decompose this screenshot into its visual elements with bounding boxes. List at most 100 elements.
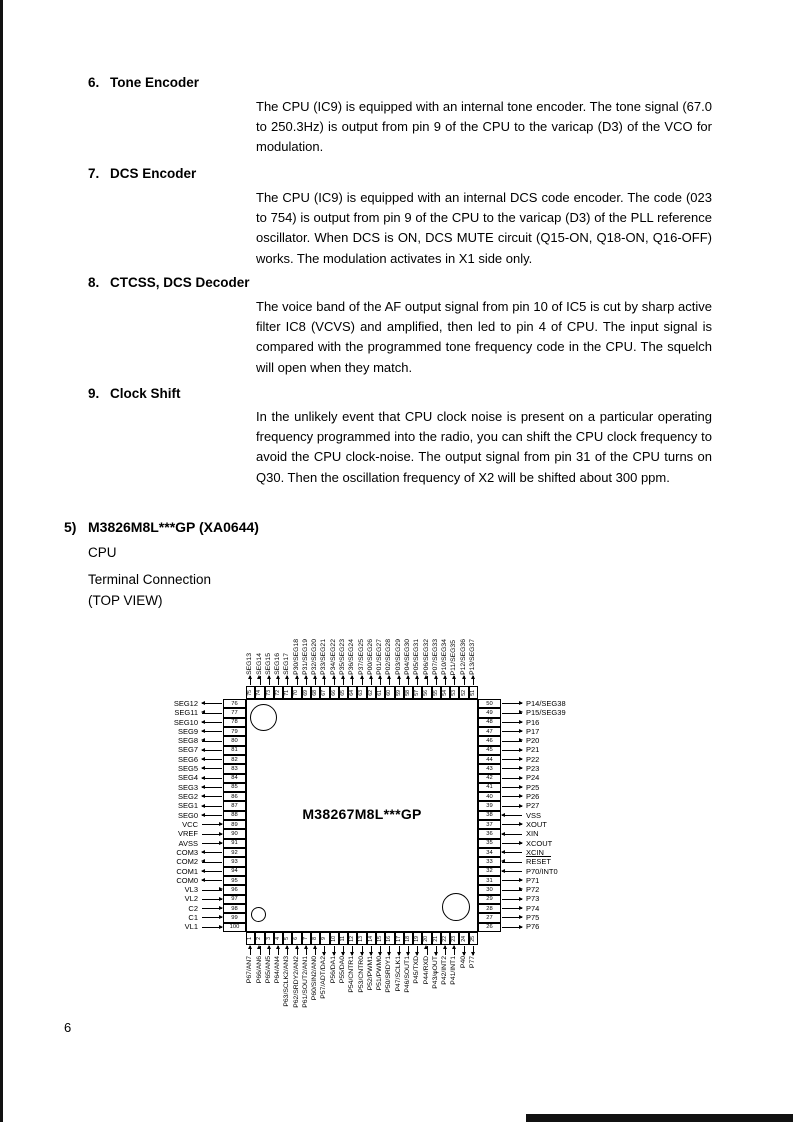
pin-label: SEG11 (174, 708, 198, 718)
pin-number: 13 (357, 932, 367, 945)
pin-arrow (201, 867, 223, 875)
pin-arrow (339, 945, 347, 956)
pin-number: 29 (478, 894, 501, 904)
pin-number-text: 67 (321, 689, 328, 696)
pin-label: P40 (459, 956, 467, 969)
pin-label: P57/ADT/DA2 (320, 956, 328, 999)
pin-label: P06/SEG32 (422, 639, 430, 675)
pin-number-text: 11 (339, 935, 346, 942)
pin-label: P05/SEG31 (413, 639, 421, 675)
pin-label: AVSS (178, 838, 198, 848)
pin-label: SEG9 (177, 726, 198, 736)
pin-label: P41/INT1 (450, 956, 458, 985)
pin-number: 33 (478, 857, 501, 867)
pin-number: 93 (223, 857, 246, 867)
pin-arrow (501, 793, 523, 801)
pin-number-text: 58 (404, 689, 411, 696)
pin-number-text: 57 (414, 689, 421, 696)
pin-number: 83 (223, 764, 246, 774)
pin-arrow (358, 675, 366, 686)
section-body-clock-shift: In the unlikely event that CPU clock noi… (256, 409, 712, 485)
pin-number-text: 17 (395, 935, 402, 942)
pin-number: 25 (468, 932, 479, 945)
pin-arrow (501, 914, 523, 922)
pin-arrow (201, 821, 223, 829)
pin-label: P50/SRDY1 (385, 956, 393, 993)
pin-number-text: 52 (460, 689, 467, 696)
pin-label: P51/PWM0 (376, 956, 384, 991)
section-number: 8. (88, 275, 100, 290)
pin-label: P72 (526, 885, 540, 895)
pin-number: 73 (264, 686, 274, 699)
pin-arrow (386, 945, 394, 956)
pin-arrow (501, 923, 523, 931)
pin-label: P07/SEG33 (431, 639, 439, 675)
pin-number-text: 13 (358, 935, 365, 942)
pin-arrow (501, 811, 523, 819)
pin-label: P14/SEG38 (526, 698, 566, 708)
pin-arrow (358, 945, 366, 956)
pin-arrow (201, 858, 223, 866)
pin-arrow (501, 746, 523, 754)
pin-arrow (423, 675, 431, 686)
pin-arrow (201, 923, 223, 931)
pin-label: P65/AN5 (264, 956, 272, 984)
pin-label: SEG13 (246, 653, 254, 675)
pin-arrow (201, 895, 223, 903)
pin-number: 67 (320, 686, 330, 699)
pin-arrow (469, 945, 477, 956)
pin-arrow (501, 830, 523, 838)
pin-label: P25 (526, 782, 540, 792)
pin-number: 63 (357, 686, 367, 699)
pin-number-text: 23 (451, 935, 458, 942)
pin-number: 7 (301, 932, 311, 945)
pin-arrow (321, 945, 329, 956)
pin-label: RESET (526, 857, 552, 867)
pin-label: P34/SEG22 (329, 639, 337, 675)
pin-arrow (501, 802, 523, 810)
pin-arrow (339, 675, 347, 686)
pin-label: SEG14 (255, 653, 263, 675)
pin-number: 19 (413, 932, 423, 945)
pin-number-text: 55 (432, 689, 439, 696)
pin-number: 65 (338, 686, 349, 699)
pin-number: 20 (422, 932, 432, 945)
pin-label: P61/SOUT2/AN1 (301, 956, 309, 1008)
pin-number-text: 18 (404, 935, 411, 942)
pin-number: 85 (223, 782, 246, 793)
pin-arrow (501, 774, 523, 782)
pin-number: 59 (394, 686, 404, 699)
pin-arrow (321, 675, 329, 686)
pin-arrow (201, 877, 223, 885)
pin-number: 30 (478, 885, 501, 895)
pin-number: 66 (329, 686, 339, 699)
pin-number: 1 (246, 932, 256, 945)
pin-label: P00/SEG26 (366, 639, 374, 675)
pin-arrow (265, 675, 273, 686)
section-heading-tone-encoder: 6. Tone Encoder (88, 75, 199, 90)
pin-number: 49 (478, 708, 501, 718)
pin-number-text: 6 (293, 937, 300, 940)
pin-label: P64/AN4 (274, 956, 282, 984)
pin-label: SEG1 (177, 801, 198, 811)
pin-number: 23 (450, 932, 460, 945)
pin-arrow (501, 765, 523, 773)
pin-label: SEG12 (173, 698, 198, 708)
pin-number: 28 (478, 903, 501, 914)
pin-number: 95 (223, 875, 246, 886)
pin-number: 21 (431, 932, 441, 945)
